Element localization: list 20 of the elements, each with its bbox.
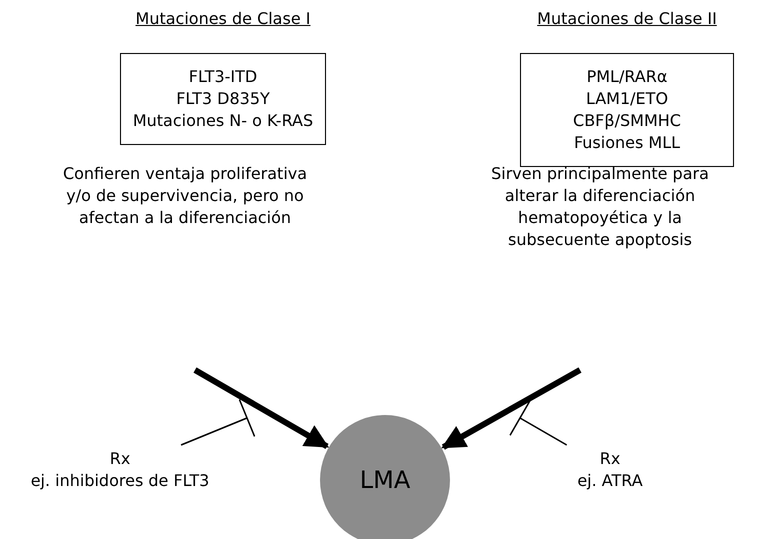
treatment-label: Rx [598, 448, 622, 470]
mutation-name: FLT3 D835Y [175, 88, 271, 110]
treatment-example: ej. ATRA [576, 470, 644, 492]
inhibition-line [180, 398, 256, 446]
inhibition-line [509, 400, 568, 446]
mutation-name: FLT3-ITD [188, 66, 258, 88]
mutation-name: CBFβ/SMMHC [572, 110, 682, 132]
disease-circle: LMA [320, 415, 450, 539]
mutation-name: Fusiones MLL [572, 132, 682, 154]
arrow [441, 367, 582, 450]
treatment-label: Rx [108, 448, 132, 470]
arrow [194, 367, 330, 450]
section-heading: Mutaciones de Clase II [536, 8, 718, 30]
mutation-name: PML/RARα [586, 66, 668, 88]
mutation-name: LAM1/ETO [584, 88, 670, 110]
description-text: Sirven principalmente para alterar la diferenciación hematopoyética y la subsecuente apoptosis [490, 163, 710, 251]
treatment-example: ej. inhibidores de FLT3 [30, 470, 210, 492]
description-text: Confieren ventaja proliferativa y/o de supervivencia, pero no afectan a la diferenciación [62, 163, 308, 229]
mutation-name: Mutaciones N- o K-RAS [132, 110, 314, 132]
section-heading: Mutaciones de Clase I [134, 8, 312, 30]
